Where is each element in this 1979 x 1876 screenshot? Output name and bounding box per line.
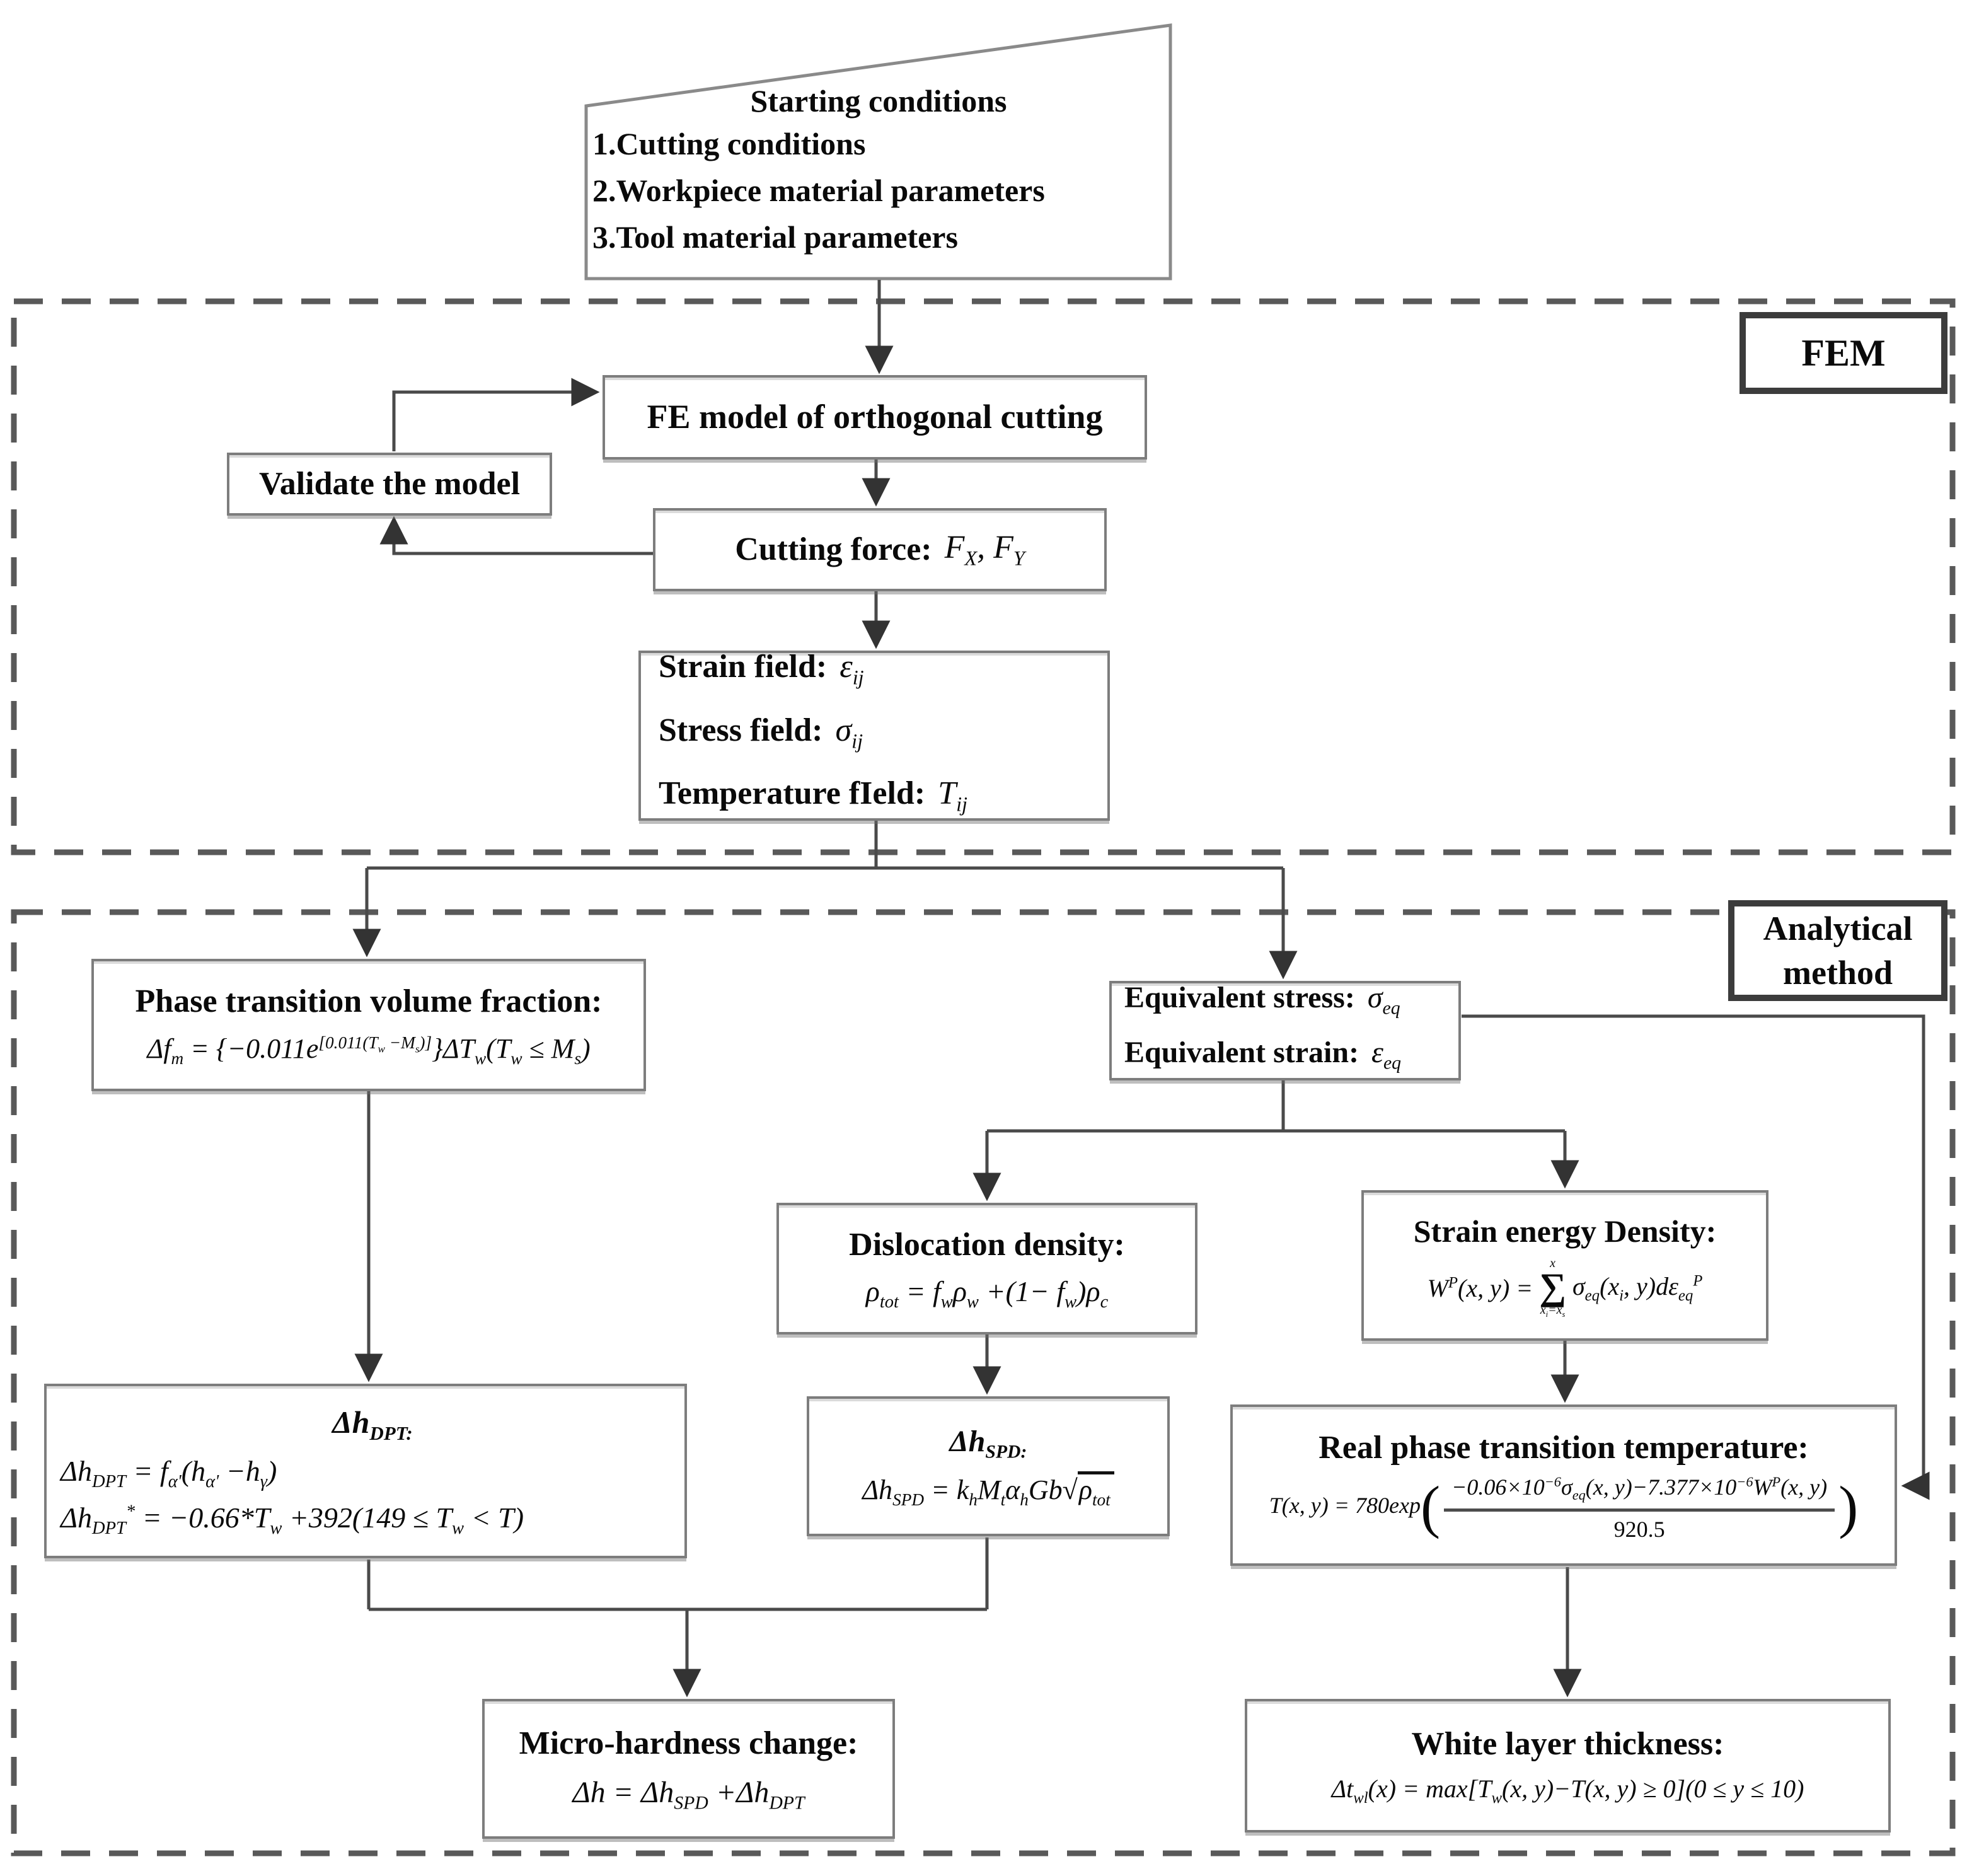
- fe-model-node: FE model of orthogonal cutting: [603, 375, 1147, 460]
- arrow-cuttingforce-to-validate: [379, 516, 653, 555]
- field-outputs-node: Strain field: εij Stress field: σij Temp…: [638, 649, 1110, 821]
- equivalent-node: Equivalent stress: σeq Equivalent strain…: [1109, 981, 1461, 1080]
- strain-field-label: Strain field:: [659, 649, 828, 685]
- start-node: Starting conditions 1.Cutting conditions…: [592, 82, 1165, 260]
- temperature-field-symbol: Tij: [938, 775, 968, 816]
- strain-energy-formula: WP(x, y) = x ∑ xi=xs σeq(xi, y)dεeqP: [1364, 1257, 1766, 1318]
- dh-dpt-formula-2: ΔhDPT* = −0.66*Tw +392(149 ≤ Tw < T): [61, 1501, 524, 1539]
- strain-energy-rhs: σeq(xi, y)dεeqP: [1572, 1271, 1703, 1304]
- phase-fraction-formula: Δfm = {−0.011e[0.011(Tw −Ms)]}ΔTw(Tw ≤ M…: [147, 1033, 591, 1068]
- fe-model-label: FE model of orthogonal cutting: [647, 398, 1103, 436]
- equivalent-stress-symbol: σeq: [1367, 981, 1400, 1019]
- strain-energy-title: Strain energy Density:: [1413, 1213, 1717, 1249]
- equivalent-stress-label: Equivalent stress:: [1124, 981, 1355, 1015]
- strain-energy-lhs: WP(x, y) =: [1427, 1273, 1533, 1302]
- cutting-force-symbol: FX, FY: [944, 530, 1025, 570]
- phase-fraction-node: Phase transition volume fraction: Δfm = …: [91, 959, 646, 1091]
- stress-field-symbol: σij: [835, 712, 863, 753]
- validate-model-node: Validate the model: [227, 453, 552, 516]
- fem-region-label: FEM: [1740, 312, 1947, 394]
- validate-model-label: Validate the model: [258, 466, 521, 502]
- cutting-force-label: Cutting force:: [735, 531, 932, 568]
- analytical-region-label: Analytical method: [1728, 900, 1947, 1001]
- micro-hardness-node: Micro-hardness change: Δh = ΔhSPD +ΔhDPT: [482, 1699, 895, 1839]
- dh-dpt-formula-1: ΔhDPT = fα'(hα' −hγ): [61, 1454, 277, 1491]
- dh-dpt-title: ΔhDPT:: [332, 1404, 413, 1444]
- strain-field-symbol: εij: [839, 649, 864, 689]
- fem-region-border: [11, 298, 1956, 855]
- strain-energy-node: Strain energy Density: WP(x, y) = x ∑ xi…: [1361, 1190, 1768, 1341]
- equivalent-strain-symbol: εeq: [1371, 1036, 1402, 1074]
- white-layer-formula: Δtwl(x) = max[Tw(x, y)−T(x, y) ≥ 0](0 ≤ …: [1331, 1775, 1804, 1807]
- dislocation-formula: ρtot = fwρw +(1− fw)ρc: [865, 1275, 1109, 1312]
- dh-spd-node: ΔhSPD: ΔhSPD = khMtαhGb√ρtot: [807, 1396, 1170, 1536]
- real-temp-formula: T(x, y) = 780exp(−0.06×10−6σeq(x, y)−7.3…: [1269, 1474, 1859, 1542]
- dislocation-node: Dislocation density: ρtot = fwρw +(1− fw…: [776, 1203, 1197, 1335]
- real-temp-title: Real phase transition temperature:: [1318, 1429, 1809, 1466]
- temperature-field-label: Temperature fIeld:: [659, 775, 926, 812]
- micro-hardness-title: Micro-hardness change:: [519, 1725, 858, 1762]
- white-layer-node: White layer thickness: Δtwl(x) = max[Tw(…: [1245, 1699, 1891, 1833]
- white-layer-title: White layer thickness:: [1411, 1725, 1724, 1762]
- dh-dpt-node: ΔhDPT: ΔhDPT = fα'(hα' −hγ) ΔhDPT* = −0.…: [44, 1384, 687, 1558]
- real-temp-node: Real phase transition temperature: T(x, …: [1230, 1404, 1897, 1566]
- dh-spd-formula: ΔhSPD = khMtαhGb√ρtot: [809, 1471, 1167, 1510]
- arrow-validate-to-femodel: [392, 378, 600, 451]
- start-item-2: 2.Workpiece material parameters: [592, 173, 1045, 208]
- start-title: Starting conditions: [750, 83, 1007, 119]
- stress-field-label: Stress field:: [659, 712, 823, 748]
- dh-spd-title: ΔhSPD:: [949, 1424, 1027, 1462]
- start-item-3: 3.Tool material parameters: [592, 219, 958, 255]
- start-item-1: 1.Cutting conditions: [592, 126, 866, 161]
- dislocation-title: Dislocation density:: [849, 1226, 1125, 1263]
- equivalent-strain-label: Equivalent strain:: [1124, 1036, 1359, 1069]
- cutting-force-node: Cutting force: FX, FY: [653, 508, 1107, 591]
- summation-symbol: x ∑ xi=xs: [1539, 1256, 1566, 1319]
- micro-hardness-formula: Δh = ΔhSPD +ΔhDPT: [572, 1775, 805, 1814]
- analytical-region-border: [11, 909, 1956, 1856]
- arrow-equivalent-to-realtemp: [1462, 1014, 1930, 1500]
- start-node-shape: [584, 23, 1172, 281]
- phase-fraction-title: Phase transition volume fraction:: [135, 983, 603, 1019]
